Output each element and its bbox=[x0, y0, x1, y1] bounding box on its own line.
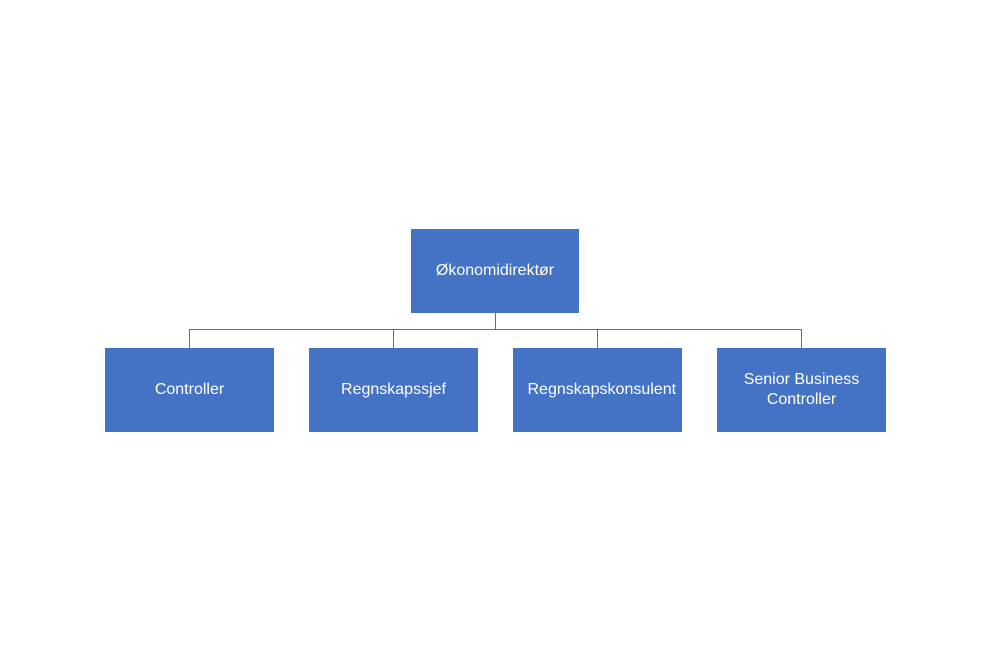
org-node-label: Regnskapskonsulent bbox=[527, 381, 677, 398]
org-node-label: Økonomidirektør bbox=[435, 262, 555, 279]
org-node-label: Controller bbox=[154, 381, 225, 398]
org-node-controller: Controller bbox=[105, 348, 274, 432]
org-node-regnskapskonsulent: Regnskapskonsulent bbox=[513, 348, 682, 432]
org-node-label: Regnskapssjef bbox=[341, 381, 446, 398]
org-node-regnskapssjef: Regnskapssjef bbox=[309, 348, 478, 432]
org-node-label: Senior Business Controller bbox=[743, 371, 860, 408]
org-node-senior-business-controller: Senior Business Controller bbox=[717, 348, 886, 432]
org-node-okonomidirektor: Økonomidirektør bbox=[411, 229, 579, 313]
